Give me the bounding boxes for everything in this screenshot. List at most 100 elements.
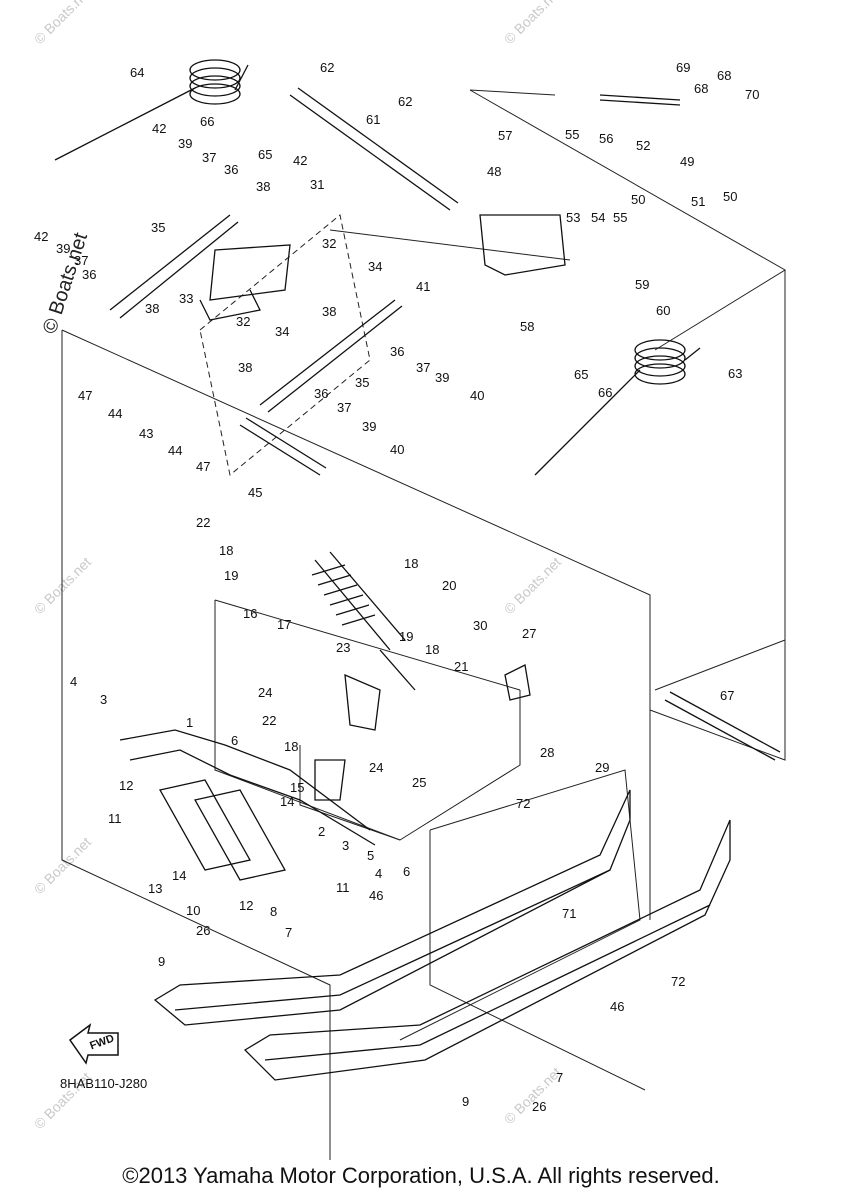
part-callout-65: 65: [258, 147, 272, 162]
bracket-48: [479, 214, 566, 276]
shock-absorber: [311, 551, 416, 691]
part-callout-57: 57: [498, 128, 512, 143]
part-callout-53: 53: [566, 210, 580, 225]
rail-inner-left: [174, 869, 611, 1011]
part-callout-14: 14: [172, 868, 186, 883]
reference-code: 8HAB110-J280: [60, 1076, 147, 1091]
part-callout-42: 42: [34, 229, 48, 244]
part-callout-18: 18: [404, 556, 418, 571]
part-callout-50: 50: [723, 189, 737, 204]
part-callout-16: 16: [243, 606, 257, 621]
part-callout-42: 42: [152, 121, 166, 136]
part-callout-38: 38: [256, 179, 270, 194]
part-callout-55: 55: [565, 127, 579, 142]
part-callout-39: 39: [362, 419, 376, 434]
fwd-arrow: [68, 1023, 119, 1065]
part-callout-36: 36: [390, 344, 404, 359]
part-callout-23: 23: [336, 640, 350, 655]
part-callout-3: 3: [100, 692, 107, 707]
part-callout-48: 48: [487, 164, 501, 179]
watermark-group: © Boats.net © Boats.net © Boats.net © Bo…: [31, 0, 564, 1132]
part-callout-9: 9: [158, 954, 165, 969]
watermark: © Boats.net: [501, 0, 564, 47]
bracket-23: [344, 673, 381, 731]
part-callout-61: 61: [366, 112, 380, 127]
part-callout-31: 31: [310, 177, 324, 192]
part-callout-38: 38: [322, 304, 336, 319]
shock-upper: [199, 244, 291, 321]
part-callout-72: 72: [671, 974, 685, 989]
part-callout-50: 50: [631, 192, 645, 207]
part-callout-63: 63: [728, 366, 742, 381]
part-callout-64: 64: [130, 65, 144, 80]
part-callout-29: 29: [595, 760, 609, 775]
parts-diagram: © Boats.net © Boats.net © Boats.net © Bo…: [31, 0, 786, 1160]
part-callout-37: 37: [337, 400, 351, 415]
arm-35-upper: [109, 214, 239, 319]
part-callout-36: 36: [82, 267, 96, 282]
part-callout-14: 14: [280, 794, 294, 809]
part-callout-34: 34: [275, 324, 289, 339]
part-callout-21: 21: [454, 659, 468, 674]
part-callout-59: 59: [635, 277, 649, 292]
part-callout-4: 4: [70, 674, 77, 689]
part-callout-68: 68: [694, 81, 708, 96]
part-callout-40: 40: [390, 442, 404, 457]
shaft-45: [239, 417, 327, 476]
part-callout-35: 35: [355, 375, 369, 390]
part-callout-55: 55: [613, 210, 627, 225]
part-callout-39: 39: [56, 241, 70, 256]
part-callout-62: 62: [398, 94, 412, 109]
part-callout-18: 18: [284, 739, 298, 754]
part-callout-51: 51: [691, 194, 705, 209]
part-callout-66: 66: [598, 385, 612, 400]
part-callout-6: 6: [231, 733, 238, 748]
part-callout-35: 35: [151, 220, 165, 235]
part-callout-62: 62: [320, 60, 334, 75]
bracket-27: [504, 664, 531, 701]
part-callout-19: 19: [399, 629, 413, 644]
part-callout-40: 40: [470, 388, 484, 403]
part-callout-22: 22: [196, 515, 210, 530]
part-callout-37: 37: [202, 150, 216, 165]
part-callout-37: 37: [74, 253, 88, 268]
part-callout-38: 38: [238, 360, 252, 375]
part-callout-60: 60: [656, 303, 670, 318]
part-callout-5: 5: [367, 848, 374, 863]
part-callout-46: 46: [610, 999, 624, 1014]
part-callout-32: 32: [322, 236, 336, 251]
part-callout-45: 45: [248, 485, 262, 500]
part-callout-70: 70: [745, 87, 759, 102]
part-callout-20: 20: [442, 578, 456, 593]
part-callout-56: 56: [599, 131, 613, 146]
arm-35-lower: [259, 299, 403, 413]
part-callout-37: 37: [416, 360, 430, 375]
part-callout-11: 11: [108, 811, 122, 826]
part-callout-72: 72: [516, 796, 530, 811]
torsion-spring-right: [534, 339, 701, 476]
slide-rail-left: [153, 789, 631, 1026]
part-callout-27: 27: [522, 626, 536, 641]
part-callout-7: 7: [556, 1070, 563, 1085]
part-callout-18: 18: [425, 642, 439, 657]
part-callout-32: 32: [236, 314, 250, 329]
part-callout-39: 39: [435, 370, 449, 385]
shaft-67: [664, 691, 781, 761]
part-callout-39: 39: [178, 136, 192, 151]
part-callout-67: 67: [720, 688, 734, 703]
part-callout-44: 44: [108, 406, 122, 421]
front-arm-1: [119, 729, 376, 846]
part-callout-4: 4: [375, 866, 382, 881]
part-callout-36: 36: [224, 162, 238, 177]
copyright-notice: ©2013 Yamaha Motor Corporation, U.S.A. A…: [122, 1163, 720, 1188]
part-callout-12: 12: [239, 898, 253, 913]
part-callout-47: 47: [78, 388, 92, 403]
shaft-52: [599, 94, 681, 106]
part-callout-26: 26: [532, 1099, 546, 1114]
part-callout-54: 54: [591, 210, 605, 225]
part-callout-71: 71: [562, 906, 576, 921]
part-callout-43: 43: [139, 426, 153, 441]
rail-inner-right: [264, 904, 711, 1061]
part-callout-10: 10: [186, 903, 200, 918]
part-callout-6: 6: [403, 864, 410, 879]
